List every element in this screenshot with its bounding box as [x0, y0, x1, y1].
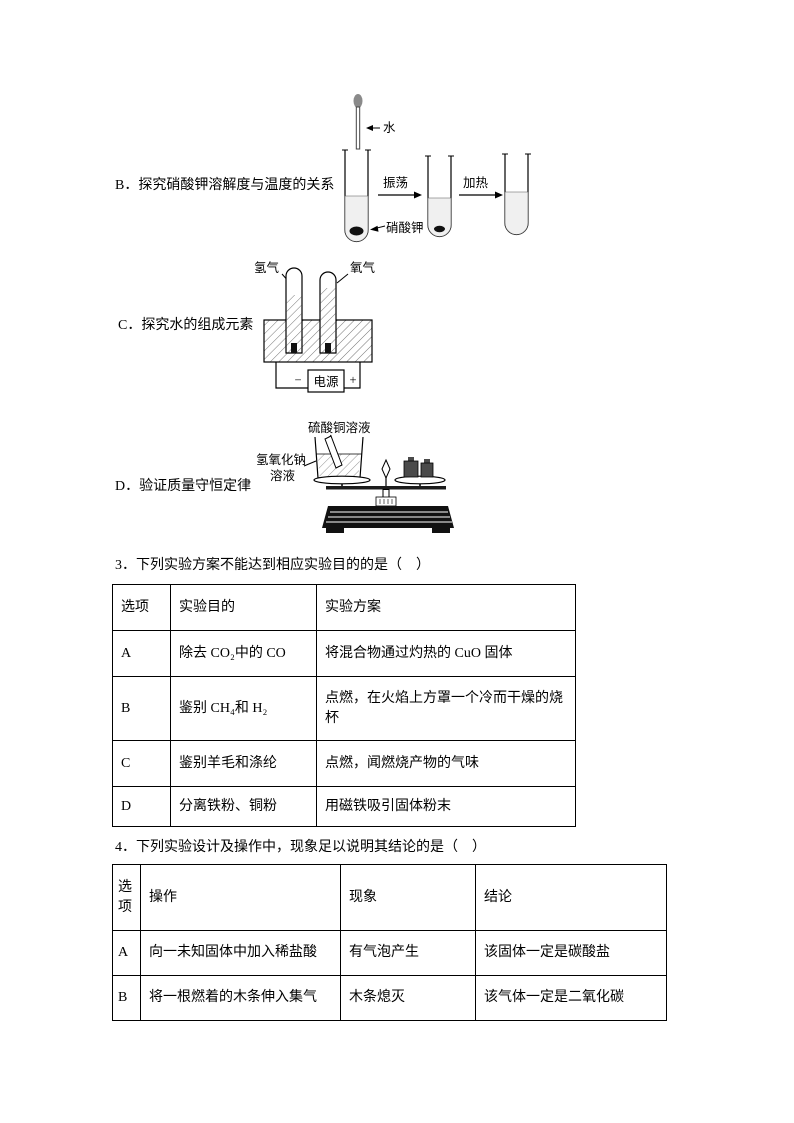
- power-supply-label: 电源: [313, 375, 339, 389]
- hydrogen-label: 氢气: [254, 260, 280, 275]
- weights: [403, 457, 434, 478]
- q3-row-d: D 分离铁粉、铜粉 用磁铁吸引固体粉末: [112, 786, 576, 827]
- right-pan: [394, 475, 446, 485]
- rider-scale: [375, 496, 397, 507]
- balance-scale: [313, 457, 454, 533]
- q3-header-purpose: 实验目的: [170, 584, 317, 631]
- q3-d-plan: 用磁铁吸引固体粉末: [316, 786, 576, 827]
- test-tube-1: [342, 149, 371, 243]
- test-tube-2: [425, 155, 454, 238]
- dropper-icon: [353, 94, 363, 150]
- naoh-pointer-line: [303, 460, 317, 467]
- q4-a-phenomenon: 有气泡产生: [340, 930, 476, 976]
- q3-b-plan: 点燃，在火焰上方罩一个冷而干燥的烧杯: [316, 676, 576, 741]
- q3-c-plan: 点燃，闻燃烧产物的气味: [316, 740, 576, 787]
- q3-d-option: D: [112, 786, 171, 827]
- q4-table: 选项 操作 现象 结论 A 向一未知固体中加入稀盐酸 有气泡产生 该固体一定是碳…: [112, 864, 667, 1021]
- plus-terminal-label: +: [349, 373, 356, 387]
- oxygen-tube: [319, 271, 337, 354]
- diagram-kno3-solubility: 水 硝酸钾 振荡 加热: [342, 94, 531, 243]
- q4-header-row: 选项 操作 现象 结论: [112, 864, 667, 931]
- kno3-arrowhead: [370, 225, 379, 232]
- naoh-label-line2: 溶液: [270, 468, 296, 483]
- q3-row-b: B 鉴别 CH₄和 H₂ 点燃，在火焰上方罩一个冷而干燥的烧杯: [112, 676, 576, 741]
- hydrogen-tube: [285, 267, 303, 354]
- cuso4-label: 硫酸铜溶液: [308, 420, 371, 435]
- option-c-label: C．探究水的组成元素: [118, 318, 254, 333]
- water-arrowhead: [366, 125, 373, 131]
- q4-header-option: 选项: [112, 864, 141, 931]
- beaker: [314, 435, 364, 479]
- kno3-label: 硝酸钾: [386, 220, 424, 235]
- q4-a-conclusion: 该固体一定是碳酸盐: [475, 930, 667, 976]
- q3-b-option: B: [112, 676, 171, 741]
- q4-b-option: B: [112, 975, 141, 1021]
- left-pan: [313, 475, 371, 485]
- q3-c-purpose: 鉴别羊毛和涤纶: [170, 740, 317, 787]
- q4-header-phenomenon: 现象: [340, 864, 476, 931]
- test-tube-3: [502, 153, 531, 236]
- q4-b-conclusion: 该气体一定是二氧化碳: [475, 975, 667, 1021]
- q3-a-option: A: [112, 630, 171, 677]
- naoh-label-line1: 氢氧化钠: [256, 452, 306, 467]
- q3-a-plan: 将混合物通过灼热的 CuO 固体: [316, 630, 576, 677]
- q3-row-a: A 除去 CO₂中的 CO 将混合物通过灼热的 CuO 固体: [112, 630, 576, 677]
- q4-row-a: A 向一未知固体中加入稀盐酸 有气泡产生 该固体一定是碳酸盐: [112, 930, 667, 976]
- q3-d-purpose: 分离铁粉、铜粉: [170, 786, 317, 827]
- water-label: 水: [383, 121, 396, 135]
- q3-b-purpose: 鉴别 CH₄和 H₂: [170, 676, 317, 741]
- shake-label: 振荡: [383, 176, 408, 190]
- option-d-label: D．验证质量守恒定律: [115, 479, 252, 494]
- heat-label: 加热: [463, 176, 489, 190]
- oxygen-pointer-line: [336, 273, 349, 284]
- q3-header-option: 选项: [112, 584, 171, 631]
- q4-stem: 4．下列实验设计及操作中，现象足以说明其结论的是（ ）: [115, 840, 486, 855]
- minus-terminal-label: −: [294, 373, 301, 387]
- q4-row-b: B 将一根燃着的木条伸入集气 木条熄灭 该气体一定是二氧化碳: [112, 975, 667, 1021]
- heat-arrowhead: [495, 191, 503, 199]
- option-b-label: B．探究硝酸钾溶解度与温度的关系: [115, 178, 335, 193]
- negative-wire: [275, 362, 308, 389]
- diagram-mass-conservation-balance: 硫酸铜溶液 氢氧化钠 溶液: [256, 420, 454, 533]
- shake-arrowhead: [414, 191, 422, 199]
- q3-row-c: C 鉴别羊毛和涤纶 点燃，闻燃烧产物的气味: [112, 740, 576, 787]
- q4-header-operation: 操作: [140, 864, 341, 931]
- q4-header-conclusion: 结论: [475, 864, 667, 931]
- q4-b-phenomenon: 木条熄灭: [340, 975, 476, 1021]
- q3-a-purpose: 除去 CO₂中的 CO: [170, 630, 317, 677]
- diagram-water-electrolysis: 氢气 氧气 电源 − +: [254, 260, 376, 393]
- q3-header-row: 选项 实验目的 实验方案: [112, 584, 576, 631]
- q3-stem: 3．下列实验方案不能达到相应实验目的的是（ ）: [115, 558, 430, 573]
- oxygen-label: 氧气: [350, 260, 376, 275]
- positive-wire: [344, 362, 361, 389]
- q3-header-plan: 实验方案: [316, 584, 576, 631]
- q4-b-operation: 将一根燃着的木条伸入集气: [140, 975, 341, 1021]
- q4-a-option: A: [112, 930, 141, 976]
- beam: [326, 486, 446, 490]
- q3-table: 选项 实验目的 实验方案 A 除去 CO₂中的 CO 将混合物通过灼热的 CuO…: [112, 584, 576, 827]
- q3-c-option: C: [112, 740, 171, 787]
- q4-a-operation: 向一未知固体中加入稀盐酸: [140, 930, 341, 976]
- small-tube-in-beaker: [324, 435, 343, 469]
- power-supply-box: [307, 369, 345, 393]
- water-trough: [263, 319, 373, 363]
